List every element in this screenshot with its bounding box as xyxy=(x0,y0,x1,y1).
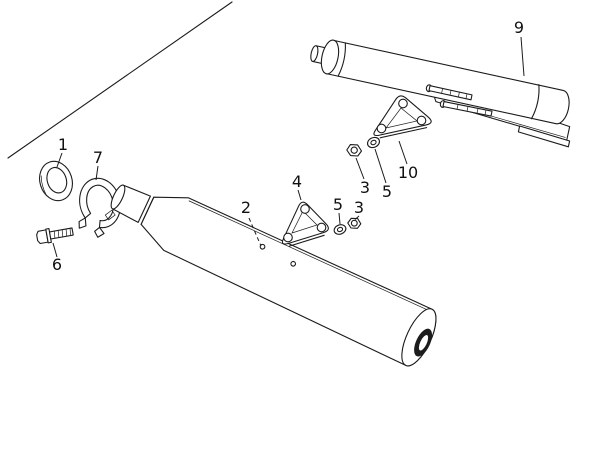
callout-2: 2 xyxy=(241,198,251,217)
callout-7: 7 xyxy=(93,148,103,167)
upper-bracket-hole xyxy=(398,98,408,109)
nut-hole xyxy=(350,219,358,227)
callout-3-top: 3 xyxy=(360,178,370,197)
upper-muffler-end-cap xyxy=(320,39,340,75)
lower-bracket-edge xyxy=(288,234,325,247)
callout-10: 10 xyxy=(398,163,418,182)
muffler-inlet-mouth xyxy=(110,184,126,210)
pipe-clamp xyxy=(78,177,121,238)
callout-3-mid: 3 xyxy=(354,198,364,217)
leader-5-top xyxy=(374,148,387,184)
stud-threads xyxy=(456,104,487,116)
callout-4: 4 xyxy=(292,172,302,191)
upper-bracket xyxy=(373,95,432,139)
muffler-outlet-hole xyxy=(417,333,430,352)
leader-2-dashed xyxy=(248,217,262,247)
lower-bracket-hole xyxy=(283,232,293,243)
lower-bracket-plate xyxy=(281,201,329,245)
callout-5-mid: 5 xyxy=(333,195,343,214)
callout-1: 1 xyxy=(58,135,68,154)
lower-bracket-hole xyxy=(316,222,327,233)
mounting-studs xyxy=(425,84,493,117)
upper-bracket-edge xyxy=(379,127,428,139)
leader-6 xyxy=(52,242,58,258)
gasket-ring xyxy=(39,160,73,202)
clamp-lug xyxy=(78,217,87,229)
leader-1 xyxy=(56,152,63,168)
upper-bracket-plate xyxy=(373,95,432,137)
upper-muffler-inlet-mouth xyxy=(310,45,319,62)
leader-3-top xyxy=(355,157,365,180)
heat-shield-lower-strip xyxy=(517,125,571,148)
callout-9: 9 xyxy=(514,18,524,37)
muffler-weld-line xyxy=(188,200,430,311)
frame-corner-line xyxy=(7,1,233,159)
washer-hole xyxy=(370,139,377,146)
middle-nut-washer xyxy=(333,217,362,235)
bolt-shaft xyxy=(48,227,74,240)
leader-9 xyxy=(520,36,525,77)
upper-nut-washer xyxy=(346,136,381,157)
lower-bracket xyxy=(281,201,329,247)
gasket-inner xyxy=(46,166,68,194)
lower-bracket-hole xyxy=(300,204,310,214)
gasket-depth-line xyxy=(40,175,47,196)
upper-bracket-rib xyxy=(385,107,418,129)
upper-bracket-hole xyxy=(376,123,387,134)
upper-muffler-seam-left xyxy=(337,42,346,77)
upper-muffler-seam-right xyxy=(530,84,540,120)
leader-7 xyxy=(95,165,99,181)
leader-10 xyxy=(398,140,408,165)
leader-3-mid xyxy=(354,215,360,220)
bolt-flange xyxy=(45,228,52,244)
clamp-band xyxy=(79,177,121,229)
upper-bracket-hole xyxy=(416,115,427,126)
muffler-body xyxy=(140,196,437,367)
bolt-threads xyxy=(53,227,72,239)
muffler-joint-seam xyxy=(140,196,155,225)
mount-rivet xyxy=(290,260,297,267)
upper-muffler-body xyxy=(325,39,570,125)
callout-5-top: 5 xyxy=(382,182,392,201)
clamp-lug xyxy=(94,226,105,238)
callouts: 1 7 6 2 4 5 3 3 5 10 9 xyxy=(52,18,524,274)
clamp-bolt xyxy=(36,227,74,245)
stud-threads xyxy=(441,88,468,99)
callout-6: 6 xyxy=(52,255,62,274)
main-muffler xyxy=(110,184,437,367)
washer-hole xyxy=(336,226,344,233)
lower-bracket-rib xyxy=(291,210,318,234)
leader-5-mid xyxy=(338,212,341,225)
leader-lines xyxy=(52,36,525,258)
clamp-slot xyxy=(104,209,116,221)
leader-4 xyxy=(297,189,302,201)
nut-hole xyxy=(350,146,358,154)
